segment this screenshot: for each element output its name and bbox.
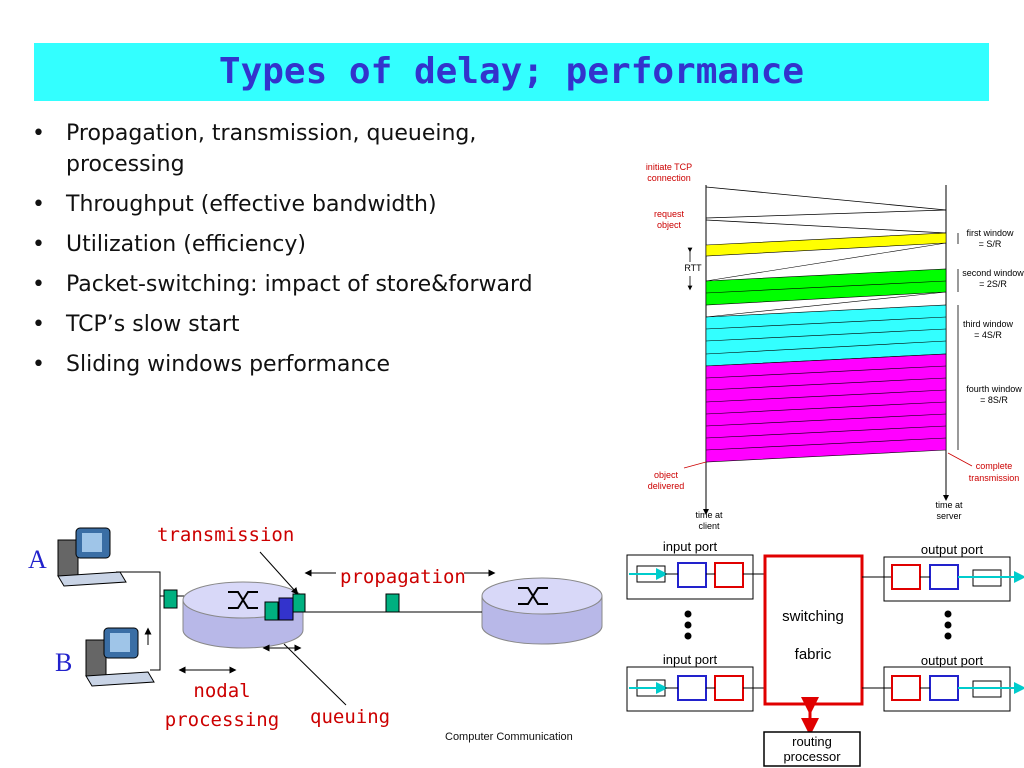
switching-fabric-box bbox=[763, 554, 864, 706]
synack-line bbox=[705, 209, 947, 219]
segment-line bbox=[705, 365, 947, 379]
complete-pointer bbox=[947, 452, 973, 467]
bullet-text: Utilization (efficiency) bbox=[66, 232, 307, 257]
complete-label: complete bbox=[976, 461, 1013, 471]
bullet-text: Propagation, transmission, queueing, bbox=[66, 121, 477, 146]
segment-line bbox=[705, 328, 947, 342]
packet-queued bbox=[278, 597, 294, 621]
bullet-text: TCP’s slow start bbox=[66, 312, 240, 337]
computer-icon bbox=[57, 527, 127, 587]
routing-label: routing bbox=[792, 734, 832, 749]
nodal-label: nodal bbox=[193, 680, 250, 702]
bullet-text: Sliding windows performance bbox=[66, 352, 390, 377]
port-element bbox=[714, 675, 744, 701]
bullet-item: Utilization (efficiency) bbox=[28, 229, 533, 260]
delay-diagram: A B transmission propagation nodal proce… bbox=[28, 524, 603, 731]
transmission-arrow bbox=[259, 551, 299, 595]
window-band-1 bbox=[705, 232, 947, 257]
bullet-item: Propagation, transmission, queueing, bbox=[28, 118, 533, 149]
packet bbox=[264, 601, 279, 621]
port-element bbox=[929, 675, 959, 701]
input-port-label: input port bbox=[663, 539, 718, 554]
window-label: third window bbox=[963, 319, 1014, 329]
port-element bbox=[891, 564, 921, 590]
initiate-label: connection bbox=[647, 173, 691, 183]
port-element bbox=[677, 562, 707, 588]
packet bbox=[163, 589, 178, 609]
initiate-label: initiate TCP bbox=[646, 162, 692, 172]
queuing-pointer bbox=[283, 643, 347, 706]
computer-icon bbox=[85, 627, 155, 687]
slide-title: Types of delay; performance bbox=[218, 51, 805, 92]
host-b-label: B bbox=[55, 648, 72, 677]
link-b bbox=[150, 596, 161, 671]
port-element bbox=[714, 562, 744, 588]
packet bbox=[292, 593, 306, 613]
server-label: server bbox=[936, 511, 961, 521]
complete-label: transmission bbox=[969, 473, 1020, 483]
router-architecture-diagram: input port input port output port output… bbox=[626, 539, 1024, 767]
request-line bbox=[705, 219, 947, 234]
window-label: second window bbox=[962, 268, 1024, 278]
window-label: = 4S/R bbox=[974, 330, 1002, 340]
segment-line bbox=[705, 280, 947, 294]
tcp-slow-start-diagram: initiate TCP connection request object R… bbox=[646, 162, 1024, 531]
input-port-label: input port bbox=[663, 652, 718, 667]
bullet-item: Sliding windows performance bbox=[28, 349, 533, 380]
segment-line bbox=[705, 316, 947, 330]
window-label: = 8S/R bbox=[980, 395, 1008, 405]
syn-line bbox=[705, 186, 947, 211]
segment-line bbox=[705, 340, 947, 355]
bullet-item: Packet-switching: impact of store&forwar… bbox=[28, 269, 533, 300]
segment-line bbox=[705, 437, 947, 451]
propagation-label: propagation bbox=[340, 566, 466, 588]
request-label: object bbox=[657, 220, 682, 230]
segment-line bbox=[705, 413, 947, 427]
bullet-text: processing bbox=[66, 152, 185, 177]
bullet-text: Packet-switching: impact of store&forwar… bbox=[66, 272, 533, 297]
window-label: first window bbox=[966, 228, 1014, 238]
rtt-label: RTT bbox=[684, 263, 702, 273]
queuing-label: queuing bbox=[310, 706, 390, 728]
title-bar: Types of delay; performance bbox=[34, 43, 989, 101]
delivered-label: object bbox=[654, 470, 679, 480]
bullet-continuation: processing bbox=[28, 149, 533, 180]
segment-line bbox=[705, 425, 947, 439]
bullet-text: Throughput (effective bandwidth) bbox=[66, 192, 437, 217]
delivered-label: delivered bbox=[648, 481, 685, 491]
bullet-list: Propagation, transmission, queueing, pro… bbox=[28, 118, 533, 389]
footer-text: Computer Communication bbox=[445, 731, 573, 743]
routing-processor-box bbox=[763, 731, 861, 767]
bullet-item: TCP’s slow start bbox=[28, 309, 533, 340]
request-label: request bbox=[654, 209, 685, 219]
nodal-label: processing bbox=[165, 709, 279, 731]
segment-line bbox=[705, 401, 947, 415]
port-element bbox=[677, 675, 707, 701]
ellipsis-dots bbox=[684, 610, 952, 640]
window-label: fourth window bbox=[966, 384, 1022, 394]
client-label: client bbox=[698, 521, 720, 531]
routing-label: processor bbox=[783, 749, 841, 764]
ack-line bbox=[705, 242, 947, 282]
packet bbox=[385, 593, 400, 613]
host-a-label: A bbox=[28, 545, 47, 574]
output-port-label: output port bbox=[921, 542, 984, 557]
fabric-label: fabric bbox=[795, 646, 832, 663]
segment-line bbox=[705, 389, 947, 403]
delivered-pointer bbox=[683, 461, 707, 469]
ack-line bbox=[705, 291, 947, 318]
segment-line bbox=[705, 377, 947, 391]
switching-label: switching bbox=[782, 608, 844, 625]
port-element bbox=[929, 564, 959, 590]
transmission-label: transmission bbox=[157, 524, 294, 546]
output-port-label: output port bbox=[921, 653, 984, 668]
client-label: time at bbox=[695, 510, 723, 520]
window-label: = S/R bbox=[979, 239, 1002, 249]
window-label: = 2S/R bbox=[979, 279, 1007, 289]
bullet-item: Throughput (effective bandwidth) bbox=[28, 189, 533, 220]
router-icon bbox=[481, 577, 603, 645]
server-label: time at bbox=[935, 500, 963, 510]
port-element bbox=[891, 675, 921, 701]
